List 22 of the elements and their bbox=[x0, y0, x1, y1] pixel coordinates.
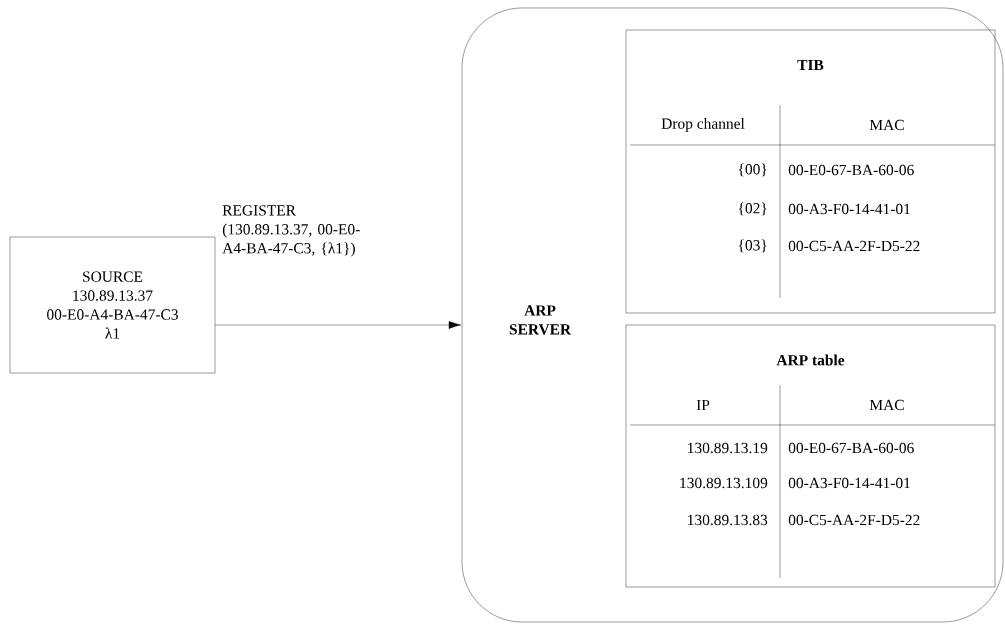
table-title: ARP table bbox=[776, 354, 845, 366]
table-cell: 00-A3-F0-14-41-01 bbox=[788, 477, 910, 489]
source-box: SOURCE 130.89.13.37 00-E0-A4-BA-47-C3 λ1 bbox=[9, 236, 216, 374]
table-title: TIB bbox=[797, 59, 824, 71]
table-cell: 00-E0-67-BA-60-06 bbox=[788, 442, 914, 454]
table-cell: 00-A3-F0-14-41-01 bbox=[788, 203, 910, 215]
column-header: Drop channel bbox=[661, 118, 745, 132]
table-cell: 130.89.13.109 bbox=[680, 477, 768, 489]
arrow bbox=[215, 321, 461, 329]
column-header: MAC bbox=[869, 119, 904, 131]
column-header: MAC bbox=[869, 399, 904, 411]
table-cell: 00-C5-AA-2F-D5-22 bbox=[788, 514, 920, 526]
table-cell: 00-E0-67-BA-60-06 bbox=[788, 164, 914, 176]
edge-label: REGISTER (130.89.13.37, 00-E0-A4-BA-47-C3, {λ1}) bbox=[222, 205, 360, 257]
table-cell: {03} bbox=[738, 239, 767, 253]
table-cell: 130.89.13.19 bbox=[688, 442, 768, 454]
table-cell: 00-C5-AA-2F-D5-22 bbox=[788, 240, 920, 252]
column-header: IP bbox=[696, 399, 710, 411]
table-cell: {02} bbox=[738, 202, 767, 216]
server-label: ARP SERVER bbox=[509, 305, 572, 335]
table-cell: {00} bbox=[738, 163, 767, 177]
table-cell: 130.89.13.83 bbox=[688, 514, 768, 526]
